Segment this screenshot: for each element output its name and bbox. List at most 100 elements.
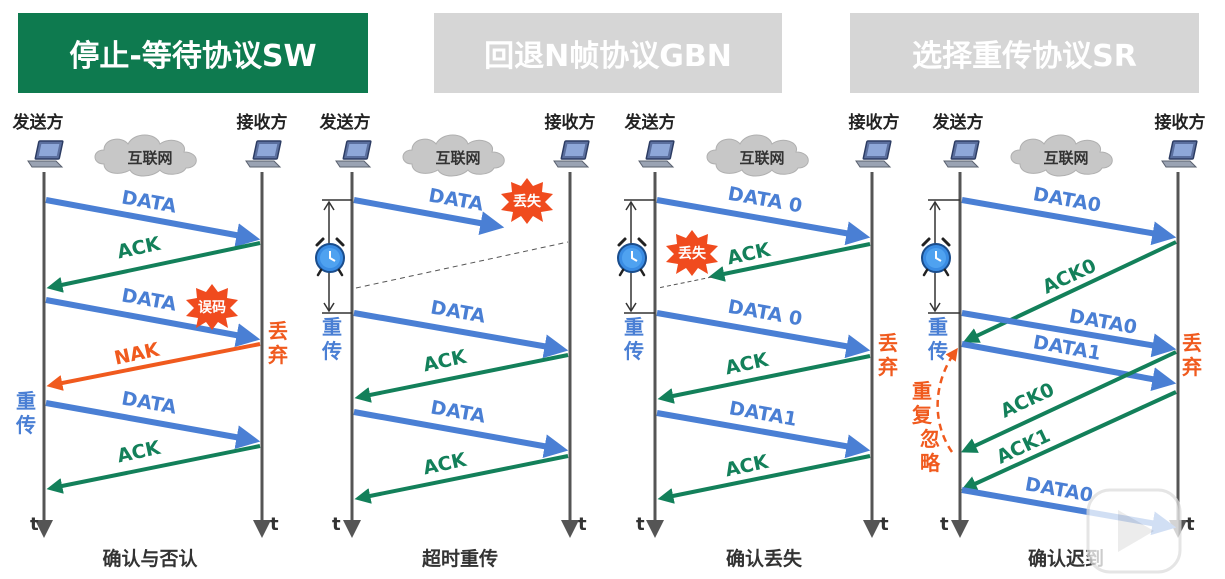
data-arrow [353,409,569,459]
data-arrow [656,197,871,246]
tab-label: 停止-等待协议SW [69,39,317,74]
loss-burst-label: 丢失 [678,245,707,262]
receiver-laptop-icon [245,140,282,168]
data-arrow [656,410,871,459]
ack-arrow [657,454,871,504]
internet-label: 互联网 [739,149,784,167]
sender-laptop-icon [943,140,980,168]
timeout-dashed-line [355,241,569,289]
timer-bracket [625,200,637,313]
receiver-label: 接收方 [237,112,288,133]
discard-label: 丢弃 [1182,331,1202,379]
alarm-clock-icon [920,237,952,277]
sender-label: 发送方 [319,112,371,133]
panel-caption: 超时重传 [421,547,498,570]
data-label: DATA [120,387,178,418]
sender-label: 发送方 [932,112,984,133]
internet-label: 互联网 [127,149,172,167]
time-label: t [30,514,39,535]
time-label: t [332,514,341,535]
ack-label: ACK [723,349,771,380]
data-arrow [353,310,569,359]
error-burst-label: 误码 [198,300,226,316]
data-label: DATA [429,396,487,427]
receiver-laptop-icon [855,140,892,168]
data-arrow [961,310,1177,358]
discard-char: 丢 [1182,331,1202,355]
discard-char: 丢 [878,331,898,355]
ignore-char: 略 [920,451,941,475]
discard-char: 丢 [268,319,288,343]
tab-label: 回退N帧协议GBN [484,39,732,74]
ack-arrow [657,354,871,404]
retransmit-char: 传 [321,339,342,363]
time-label: t [940,514,949,535]
internet-label: 互联网 [1043,149,1088,167]
data-label: DATA [429,296,487,327]
receiver-laptop-icon [553,140,590,168]
watermark-play-icon [1086,488,1182,574]
retransmit-char: 传 [15,413,36,437]
timer-bracket [323,200,335,313]
sender-label: 发送方 [12,112,64,133]
ack-label: ACK [115,437,163,468]
ack-label: ACK [421,346,469,377]
retransmit-char: 重 [624,315,644,339]
panel-ack-late: 发送方 接收方 互联网 t t DATA0 ACK0 重传 DATA0 DATA… [911,112,1206,574]
data-arrow [961,341,1177,391]
retransmit-label: 重传 [15,389,36,437]
time-label: t [880,514,889,535]
retransmit-label: 重传 [623,315,644,363]
data-arrow [45,400,261,450]
discard-char: 弃 [268,343,288,367]
ignore-char: 重 [912,379,932,403]
ack-label: ACK [115,233,163,264]
panel-caption: 确认与否认 [102,547,197,570]
panel-timeout-retransmit: 发送方 接收方 互联网 t t DATA 丢失 重传 DATA ACK DATA… [314,112,596,570]
ignore-label: 重复忽略 [911,379,941,475]
ack-label: ACK [421,449,469,480]
time-label: t [636,514,645,535]
time-label: t [270,514,279,535]
data-label: DATA [427,184,485,215]
tab-stop-and-wait[interactable]: 停止-等待协议SW [18,13,368,93]
discard-label: 丢弃 [268,319,288,367]
lost-dashed-line [657,276,713,289]
ignore-char: 复 [911,403,933,427]
receiver-laptop-icon [1161,140,1198,168]
receiver-label: 接收方 [849,112,900,133]
retransmit-char: 传 [623,339,644,363]
discard-char: 弃 [1182,355,1202,379]
sender-laptop-icon [27,140,64,168]
panel-caption: 确认丢失 [726,547,803,570]
retransmit-char: 重 [322,315,342,339]
sender-laptop-icon [638,140,675,168]
data-arrow-lost [353,197,505,235]
tab-selective-repeat[interactable]: 选择重传协议SR [850,13,1199,93]
ack-arrow [46,444,261,494]
data-label: DATA [120,284,178,315]
loss-burst-label: 丢失 [513,193,542,210]
ignore-dashed-arrow [936,347,958,453]
data-arrow [656,310,871,359]
tab-go-back-n[interactable]: 回退N帧协议GBN [434,13,782,93]
panel-ack-lost: 发送方 接收方 互联网 t t DATA 0 ACK 丢失 重传 DATA 0 … [616,112,900,570]
alarm-clock-icon [314,237,346,277]
retransmit-char: 重 [928,315,948,339]
sender-laptop-icon [335,140,372,168]
panel-caption: 确认迟到 [1028,547,1104,570]
ack-arrow [46,241,261,293]
data-arrow [961,197,1177,246]
tab-label: 选择重传协议SR [912,39,1137,74]
discard-label: 丢弃 [878,331,898,379]
panel-confirm-and-deny: 发送方 接收方 互联网 t t DATA ACK DATA 误码 NAK 丢弃 … [12,112,289,570]
time-label: t [578,514,587,535]
ack-arrow [960,390,1177,491]
ack-arrow [960,350,1177,453]
ignore-char: 忽 [920,427,940,451]
ack-arrow-lost [708,242,871,282]
receiver-label: 接收方 [545,112,596,133]
timer-bracket [929,200,941,313]
sender-label: 发送方 [624,112,676,133]
